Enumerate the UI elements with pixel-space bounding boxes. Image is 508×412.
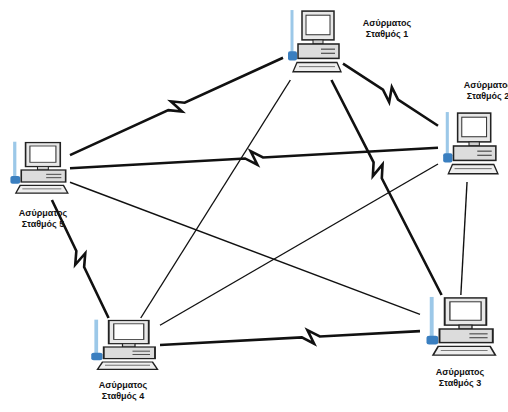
wireless-station: Ασύρματος Σταθμός 1 <box>283 8 343 80</box>
link-line <box>160 164 438 325</box>
link-line <box>70 182 420 314</box>
wireless-link <box>331 80 441 295</box>
link-line <box>461 182 467 295</box>
station-label: Ασύρματος Σταθμός 4 <box>81 380 165 402</box>
wireless-link <box>160 330 420 345</box>
station-label: Ασύρματος Σταθμός 3 <box>418 367 502 389</box>
link-line <box>141 80 291 318</box>
wireless-station: Ασύρματος Σταθμός 4 <box>85 318 160 376</box>
station-label: Ασύρματος Σταθμός 5 <box>1 208 85 230</box>
wireless-station: Ασύρματος Σταθμός 2 <box>438 110 500 182</box>
wireless-station: Ασύρματος Σταθμός 5 <box>5 140 70 200</box>
wireless-link <box>70 148 438 168</box>
wireless-link <box>343 64 438 126</box>
wireless-link <box>70 58 283 155</box>
station-label: Ασύρματος Σταθμός 2 <box>446 80 508 102</box>
station-label: Ασύρματος Σταθμός 1 <box>345 18 429 40</box>
wireless-station: Ασύρματος Σταθμός 3 <box>420 295 498 363</box>
